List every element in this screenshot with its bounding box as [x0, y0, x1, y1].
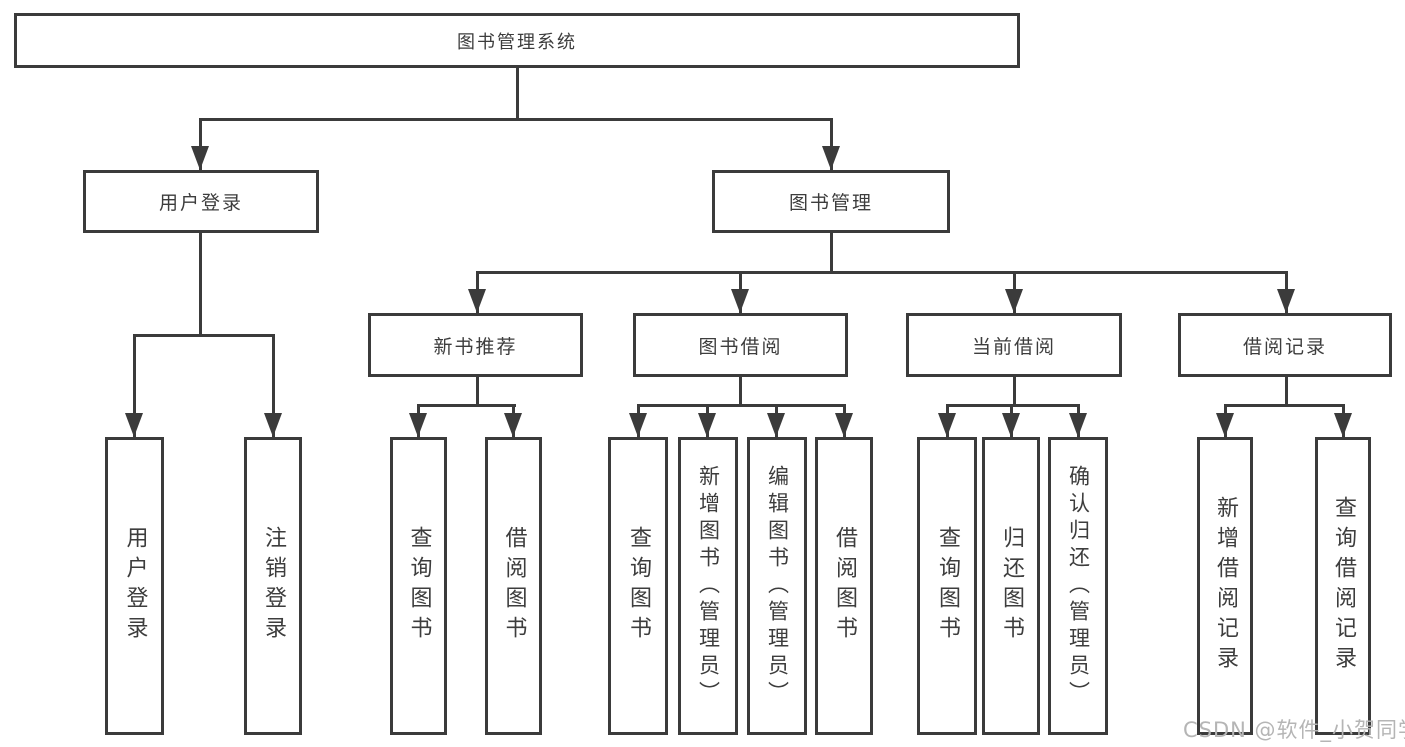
edge-line: [133, 334, 275, 337]
edge-line: [199, 118, 833, 121]
arrowhead-icon: [698, 413, 716, 437]
edge-line: [516, 68, 519, 121]
node-label: 新增图书（管理员）: [696, 464, 721, 708]
arrowhead-icon: [1277, 289, 1295, 313]
node-return-books: 归还图书: [982, 437, 1040, 735]
edge-line: [133, 334, 136, 437]
node-query-books-current: 查询图书: [917, 437, 977, 735]
node-add-borrow-record: 新增借阅记录: [1197, 437, 1253, 735]
node-label: 查询图书: [626, 526, 651, 646]
node-query-borrow-record: 查询借阅记录: [1315, 437, 1371, 735]
edge-line: [637, 404, 846, 407]
node-label: 借阅图书: [832, 526, 857, 646]
node-borrow-books-recommend: 借阅图书: [485, 437, 542, 735]
node-edit-books-admin: 编辑图书（管理员）: [747, 437, 807, 735]
edge-line: [272, 334, 275, 437]
node-label: 查询图书: [406, 526, 432, 646]
node-borrow-books: 借阅图书: [815, 437, 873, 735]
edge-line: [476, 271, 1288, 274]
node-label: 归还图书: [999, 526, 1024, 646]
arrowhead-icon: [835, 413, 853, 437]
node-label: 新书推荐: [433, 335, 518, 358]
edge-line: [830, 118, 833, 170]
arrowhead-icon: [1334, 413, 1352, 437]
arrowhead-icon: [731, 289, 749, 313]
node-label: 注销登录: [261, 526, 286, 646]
arrowhead-icon: [468, 289, 486, 313]
edge-line: [199, 118, 202, 170]
edge-line: [1224, 404, 1345, 407]
arrowhead-icon: [191, 146, 209, 170]
arrowhead-icon: [504, 413, 522, 437]
edge-line: [199, 233, 202, 337]
node-new-book-recommend: 新书推荐: [368, 313, 583, 377]
edge-line: [739, 377, 742, 406]
node-label: 编辑图书（管理员）: [765, 464, 790, 708]
node-confirm-return-admin: 确认归还（管理员）: [1048, 437, 1108, 735]
node-add-books-admin: 新增图书（管理员）: [678, 437, 738, 735]
node-query-books-borrow: 查询图书: [608, 437, 668, 735]
edge-line: [476, 377, 479, 406]
watermark-text: CSDN @软件_小贺同学: [1183, 718, 1405, 742]
node-label: 借阅图书: [501, 526, 527, 646]
node-label: 图书管理系统: [457, 31, 577, 53]
edge-line: [1285, 377, 1288, 406]
edge-line: [946, 404, 1080, 407]
node-user-login-leaf: 用户登录: [105, 437, 164, 735]
arrowhead-icon: [1216, 413, 1234, 437]
node-label: 新增借阅记录: [1213, 496, 1238, 676]
arrowhead-icon: [1002, 413, 1020, 437]
arrowhead-icon: [125, 413, 143, 437]
node-current-borrow: 当前借阅: [906, 313, 1122, 377]
arrowhead-icon: [629, 413, 647, 437]
edge-line: [1013, 377, 1016, 406]
arrowhead-icon: [938, 413, 956, 437]
node-label: 图书管理: [788, 192, 873, 214]
node-book-management: 图书管理: [712, 170, 950, 233]
node-label: 用户登录: [122, 526, 148, 646]
node-label: 确认归还（管理员）: [1066, 464, 1091, 708]
node-book-borrow: 图书借阅: [633, 313, 848, 377]
node-label: 图书借阅: [698, 335, 783, 358]
node-label: 查询借阅记录: [1331, 496, 1356, 676]
node-logout: 注销登录: [244, 437, 302, 735]
arrowhead-icon: [264, 413, 282, 437]
node-label: 借阅记录: [1242, 335, 1327, 358]
arrowhead-icon: [767, 413, 785, 437]
arrowhead-icon: [1069, 413, 1087, 437]
arrowhead-icon: [1005, 289, 1023, 313]
node-label: 当前借阅: [971, 335, 1056, 358]
arrowhead-icon: [822, 146, 840, 170]
node-label: 查询图书: [935, 526, 960, 646]
node-query-books-recommend: 查询图书: [390, 437, 447, 735]
arrowhead-icon: [409, 413, 427, 437]
node-label: 用户登录: [158, 192, 243, 214]
node-user-login: 用户登录: [83, 170, 319, 233]
edge-line: [830, 233, 833, 274]
node-library-system: 图书管理系统: [14, 13, 1020, 68]
node-borrow-records: 借阅记录: [1178, 313, 1392, 377]
edge-line: [417, 404, 516, 407]
